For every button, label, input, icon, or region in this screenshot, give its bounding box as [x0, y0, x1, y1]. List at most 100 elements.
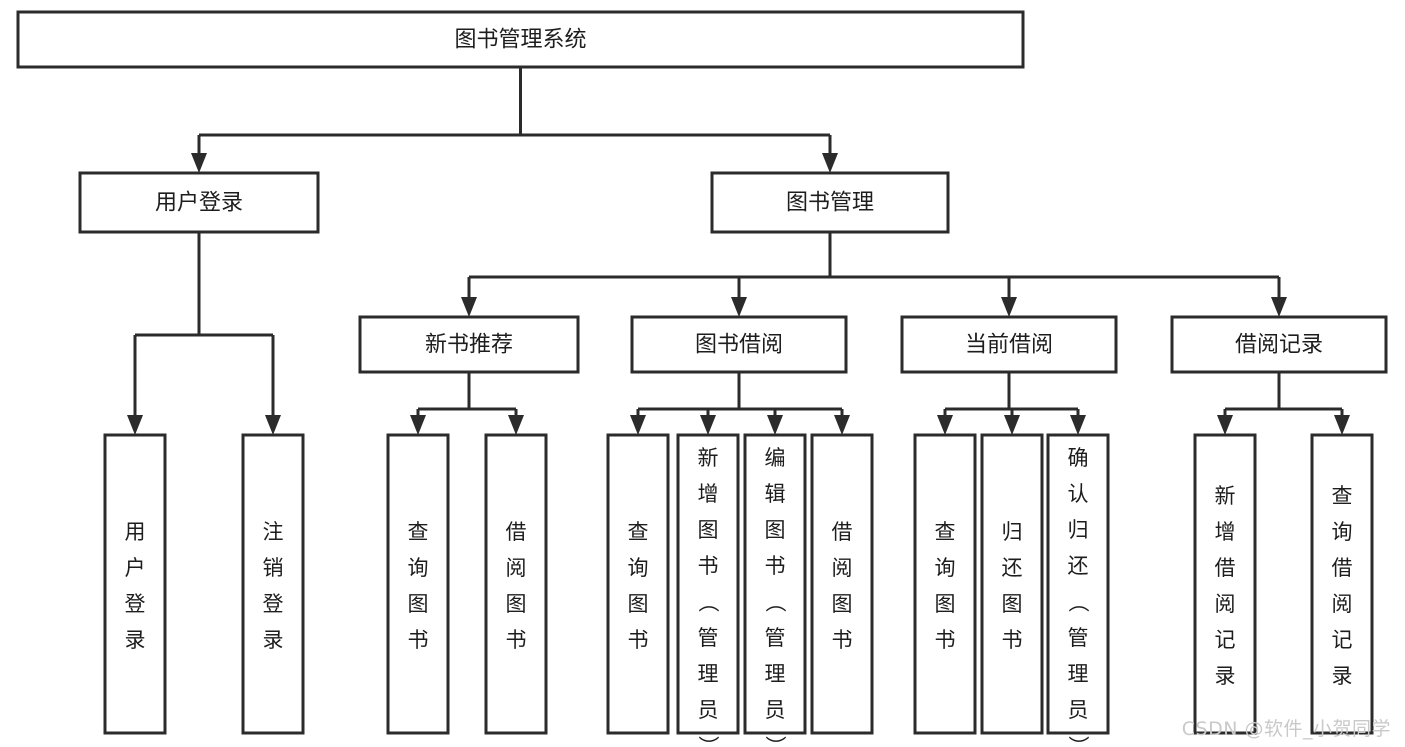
- leaf-label-char: ）: [1066, 736, 1090, 747]
- leaf-label-char: （: [763, 592, 787, 613]
- leaf-label-char: 图: [832, 592, 853, 616]
- csdn-watermark: CSDN @软件_小贺同学: [1181, 718, 1391, 740]
- node-box: [1170, 315, 1388, 374]
- leaf-label-char: 查: [408, 520, 429, 544]
- node-label: 借阅记录: [1235, 333, 1323, 358]
- leaf-label-char: 图: [935, 592, 956, 616]
- arrow-head: [1271, 297, 1287, 317]
- arrow-head: [410, 415, 426, 435]
- leaf-label-char: 书: [628, 628, 649, 652]
- node-l3-借阅记录[interactable]: 借阅记录: [1170, 315, 1388, 374]
- node-box: [484, 433, 548, 735]
- leaf-label-char: 还: [1002, 556, 1023, 580]
- leaf-label-char: ）: [763, 736, 787, 747]
- leaf-label-char: 录: [1215, 664, 1236, 688]
- leaf-label-char: 理: [765, 662, 786, 686]
- node-box: [103, 433, 167, 735]
- arrow-head: [630, 415, 646, 435]
- leaf-label-char: 确: [1068, 446, 1089, 470]
- arrow-head: [834, 415, 850, 435]
- connector-layer: [127, 67, 1350, 435]
- leaf-label-char: 归: [1002, 520, 1023, 544]
- node-l3-图书借阅[interactable]: 图书借阅: [630, 315, 848, 374]
- leaf-label-char: 询: [628, 556, 649, 580]
- arrow-head: [1334, 415, 1350, 435]
- leaf-label-char: 认: [1068, 482, 1089, 506]
- leaf-label-char: 查: [935, 520, 956, 544]
- arrow-head: [1217, 415, 1233, 435]
- arrow-head: [767, 415, 783, 435]
- leaf-label-char: 询: [935, 556, 956, 580]
- node-label: 图书管理: [786, 191, 874, 216]
- node-l2-图书管理[interactable]: 图书管理: [710, 171, 950, 234]
- leaf-label-char: 书: [506, 628, 527, 652]
- node-box: [900, 315, 1118, 374]
- leaf-label-char: 记: [1215, 628, 1236, 652]
- leaf-label-char: 图: [1002, 592, 1023, 616]
- leaf-label-char: 查: [1332, 484, 1353, 508]
- arrow-head: [937, 415, 953, 435]
- node-leaf-用户登录[interactable]: 用户登录: [103, 433, 167, 735]
- node-box: [1046, 433, 1110, 735]
- node-box: [241, 433, 305, 735]
- leaf-label-char: 销: [263, 556, 284, 580]
- arrow-head: [1004, 415, 1020, 435]
- node-label: 用户登录: [155, 191, 243, 216]
- node-box: [630, 315, 848, 374]
- leaf-label-char: 录: [1332, 664, 1353, 688]
- arrow-head: [1001, 297, 1017, 317]
- leaf-label-char: 书: [1002, 628, 1023, 652]
- arrow-head: [822, 153, 838, 173]
- leaf-label-char: 员: [765, 698, 786, 722]
- node-box: [358, 315, 580, 374]
- node-box: [1310, 433, 1374, 735]
- node-box: [676, 433, 740, 735]
- node-box: [16, 10, 1025, 69]
- arrow-head: [191, 153, 207, 173]
- arrow-head: [508, 415, 524, 435]
- leaf-label-char: 书: [765, 554, 786, 578]
- node-root-图书管理系统[interactable]: 图书管理系统: [16, 10, 1025, 69]
- node-box: [810, 433, 874, 735]
- leaf-label-char: 图: [765, 518, 786, 542]
- node-l3-新书推荐[interactable]: 新书推荐: [358, 315, 580, 374]
- leaf-label-char: 辑: [765, 482, 786, 506]
- leaf-label-char: 图: [698, 518, 719, 542]
- node-box: [710, 171, 950, 234]
- arrow-head: [127, 415, 143, 435]
- leaf-label-char: 新: [698, 446, 719, 470]
- leaf-label-char: 借: [506, 520, 527, 544]
- leaf-label-char: ）: [696, 736, 720, 747]
- leaf-label-char: 借: [832, 520, 853, 544]
- leaf-label-char: 编: [765, 446, 786, 470]
- leaf-label-char: 记: [1332, 628, 1353, 652]
- node-box: [913, 433, 977, 735]
- leaf-label-char: 用: [125, 520, 146, 544]
- leaf-label-char: 注: [263, 520, 284, 544]
- node-l2-用户登录[interactable]: 用户登录: [78, 171, 320, 234]
- leaf-label-char: 图: [628, 592, 649, 616]
- arrow-head: [700, 415, 716, 435]
- leaf-label-char: 管: [1068, 626, 1089, 650]
- leaf-label-char: 登: [125, 592, 146, 616]
- leaf-label-char: 理: [698, 662, 719, 686]
- leaf-label-char: 录: [125, 628, 146, 652]
- leaf-label-char: 借: [1332, 556, 1353, 580]
- node-box: [743, 433, 807, 735]
- arrow-head: [265, 415, 281, 435]
- node-label: 图书管理系统: [454, 28, 586, 53]
- node-l3-当前借阅[interactable]: 当前借阅: [900, 315, 1118, 374]
- leaf-label-char: 询: [408, 556, 429, 580]
